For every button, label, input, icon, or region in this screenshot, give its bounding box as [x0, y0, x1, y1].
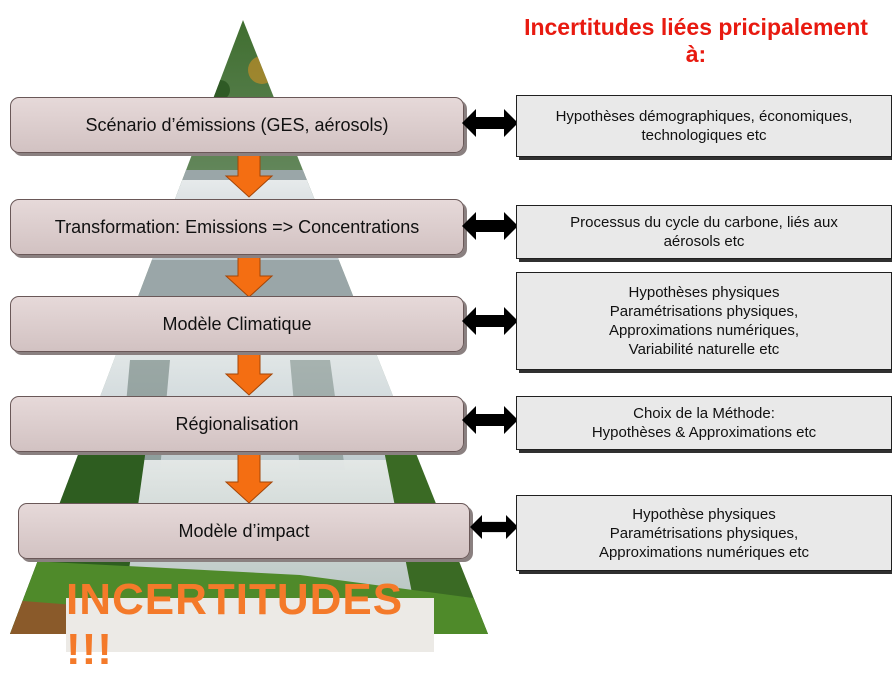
- source-line: Hypothèse physiques: [632, 505, 776, 523]
- source-line: Approximations numériques,: [608, 322, 800, 339]
- stage-emission-scenario: Scénario d’émissions (GES, aérosols): [10, 97, 464, 153]
- stage-label: Régionalisation: [175, 413, 299, 434]
- source-line: aérosols etc: [663, 233, 745, 250]
- source-line: Paramétrisations physiques,: [609, 303, 799, 320]
- source-line: Hypothèses & Approximations etc: [591, 424, 817, 441]
- stage-label: Modèle Climatique: [162, 313, 312, 334]
- down-arrow: [224, 448, 274, 504]
- source-box-regionalisation: Choix de la Méthode: Hypothèses & Approx…: [516, 396, 892, 450]
- source-line: Hypothèses physiques: [628, 284, 780, 301]
- stage-label: Scénario d’émissions (GES, aérosols): [85, 114, 389, 135]
- source-line: Approximations numériques etc: [598, 543, 810, 561]
- source-line: Paramétrisations physiques,: [609, 524, 799, 542]
- source-box-climate-model: Hypothèses physiques Paramétrisations ph…: [516, 272, 892, 370]
- stage-climate-model: Modèle Climatique: [10, 296, 464, 352]
- sources-heading-line2: à:: [685, 41, 707, 67]
- sources-heading: Incertitudes liées pricipalement à:: [500, 14, 892, 68]
- double-arrow-icon: [462, 109, 518, 137]
- source-line: Hypothèses démographiques, économiques,: [555, 108, 853, 125]
- double-arrow-icon: [462, 406, 518, 434]
- source-line: Variabilité naturelle etc: [628, 341, 780, 358]
- sources-heading-line1: Incertitudes liées pricipalement: [524, 14, 868, 40]
- down-arrow: [224, 254, 274, 298]
- down-arrow: [224, 150, 274, 198]
- stage-transformation: Transformation: Emissions => Concentrati…: [10, 199, 464, 255]
- source-box-transformation: Processus du cycle du carbone, liés aux …: [516, 205, 892, 259]
- stage-impact-model: Modèle d’impact: [18, 503, 470, 559]
- source-box-impact-model: Hypothèse physiques Paramétrisations phy…: [516, 495, 892, 571]
- source-line: technologiques etc: [641, 127, 767, 144]
- stage-label: Transformation: Emissions => Concentrati…: [54, 216, 420, 237]
- incertitudes-banner: INCERTITUDES !!!: [66, 575, 434, 674]
- double-arrow-icon: [470, 515, 518, 539]
- banner-text: INCERTITUDES !!!: [66, 575, 404, 674]
- stage-regionalisation: Régionalisation: [10, 396, 464, 452]
- source-line: Processus du cycle du carbone, liés aux: [570, 214, 838, 231]
- double-arrow-icon: [462, 212, 518, 240]
- source-line: Choix de la Méthode:: [633, 405, 775, 422]
- double-arrow-icon: [462, 307, 518, 335]
- stage-label: Modèle d’impact: [178, 520, 310, 541]
- down-arrow: [224, 350, 274, 396]
- source-box-emissions: Hypothèses démographiques, économiques, …: [516, 95, 892, 157]
